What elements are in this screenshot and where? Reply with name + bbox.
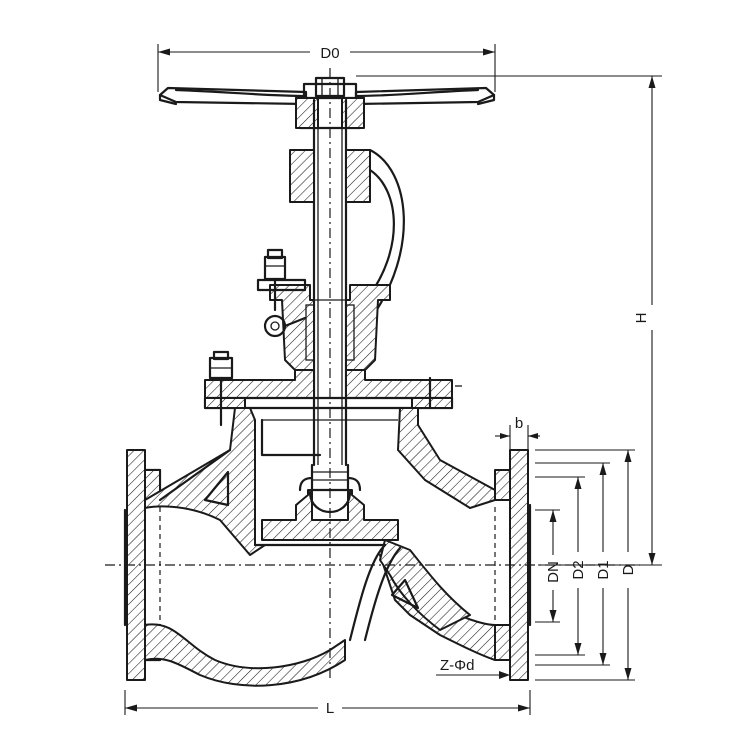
bonnet: [203, 284, 462, 410]
dimension-lines: [124, 44, 662, 715]
stem: [310, 98, 350, 492]
label-d: D: [620, 564, 637, 575]
handwheel: [158, 76, 496, 130]
yoke-bush: [289, 148, 405, 322]
label-h: H: [633, 313, 650, 324]
label-l: L: [326, 700, 334, 717]
gland-bolt: [256, 248, 307, 338]
label-dn: DN: [545, 561, 562, 583]
bonnet-bolt: [208, 350, 234, 427]
centerlines: [105, 68, 640, 680]
label-d0: D0: [320, 45, 339, 62]
label-d2: D2: [570, 560, 587, 579]
dimension-labels: D0 H L b DN D2 D1 D Z-Φd: [320, 45, 650, 717]
label-d1: D1: [595, 560, 612, 579]
label-bolt-holes: Z-Φd: [440, 657, 474, 674]
label-b: b: [515, 415, 523, 432]
valve-body: [123, 407, 532, 687]
